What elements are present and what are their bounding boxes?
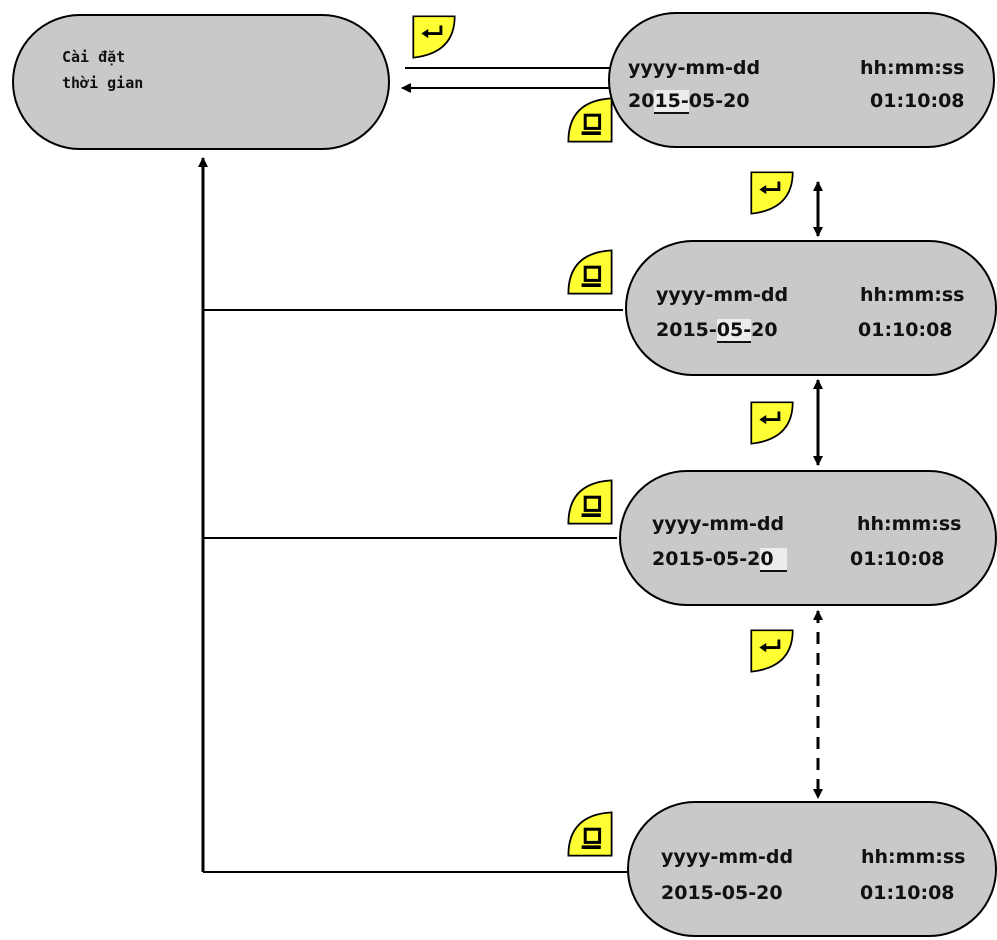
date-format-header: yyyy-mm-dd	[652, 513, 785, 535]
date-format-header: yyyy-mm-dd	[628, 57, 761, 79]
selected-field: 0	[760, 548, 787, 572]
enter-key-icon	[412, 15, 456, 59]
menu-label-line1: Cài đặt	[62, 48, 126, 66]
time-format-header: hh:mm:ss	[860, 57, 965, 79]
menu-label-line2: thời gian	[62, 74, 144, 92]
selected-field: 15-	[654, 90, 689, 114]
date-format-header: yyyy-mm-dd	[656, 284, 789, 306]
escape-key-icon	[567, 97, 613, 143]
time-value: 01:10:08	[860, 882, 955, 904]
date-time-screen-3	[619, 470, 997, 606]
selected-field: 05-	[716, 319, 752, 343]
date-time-screen-4	[627, 801, 997, 937]
time-value: 01:10:08	[850, 548, 945, 570]
date-value: 2015-05-20	[656, 319, 778, 343]
enter-key-icon	[750, 171, 794, 215]
enter-key-icon	[750, 629, 794, 673]
time-value: 01:10:08	[870, 90, 965, 112]
date-format-header: yyyy-mm-dd	[661, 846, 794, 868]
escape-key-icon	[567, 479, 613, 525]
escape-key-icon	[567, 811, 613, 857]
time-format-header: hh:mm:ss	[857, 513, 962, 535]
date-value: 2015-05-20	[628, 90, 750, 114]
escape-key-icon	[567, 249, 613, 295]
menu-box	[12, 14, 390, 150]
date-value: 2015-05-20	[661, 882, 783, 904]
time-format-header: hh:mm:ss	[860, 284, 965, 306]
date-time-screen-1	[608, 12, 995, 148]
time-format-header: hh:mm:ss	[861, 846, 966, 868]
date-time-screen-2	[625, 240, 997, 376]
time-value: 01:10:08	[858, 319, 953, 341]
enter-key-icon	[750, 401, 794, 445]
date-value: 2015-05-20	[652, 548, 787, 572]
